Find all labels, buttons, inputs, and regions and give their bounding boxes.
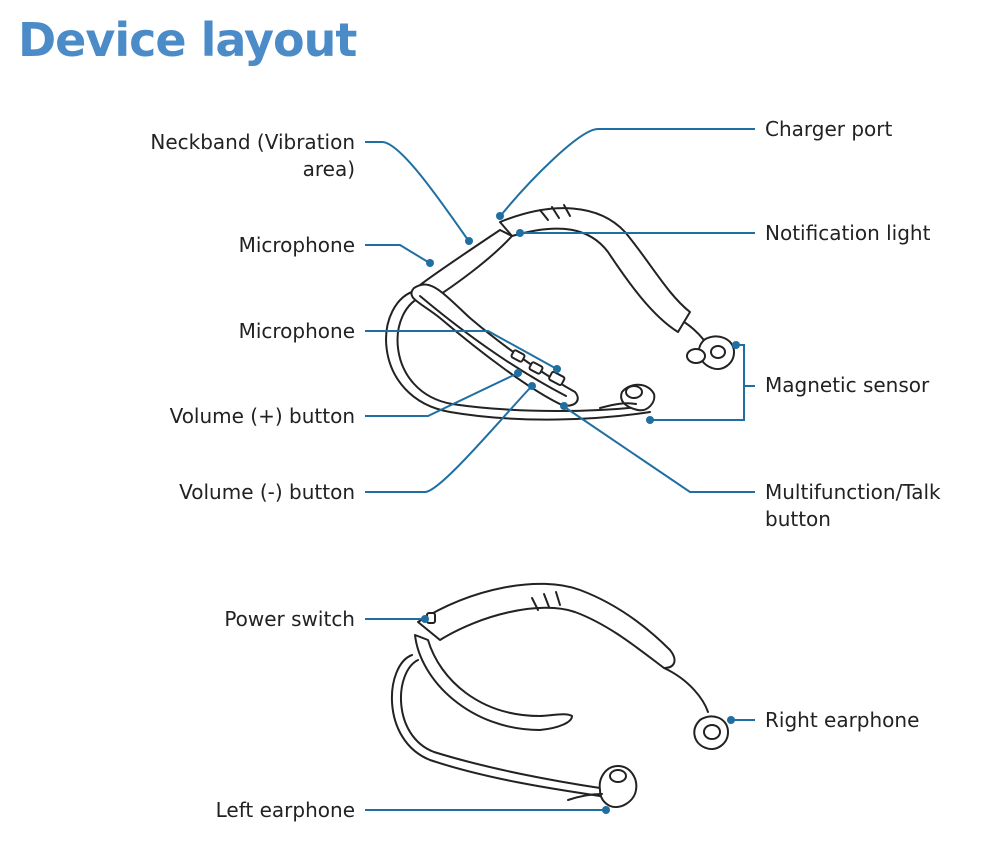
label-left-earphone: Left earphone	[215, 798, 355, 822]
label-power-switch: Power switch	[224, 607, 355, 631]
label-right-earphone: Right earphone	[765, 708, 920, 732]
label-volume-plus: Volume (+) button	[169, 404, 355, 428]
label-charger-port: Charger port	[765, 117, 893, 141]
page-title: Device layout	[18, 13, 357, 67]
label-multifunction: Multifunction/Talk button	[765, 480, 941, 531]
callout-lines	[365, 128, 755, 814]
label-neckband: Neckband (Vibration area)	[150, 130, 355, 181]
label-notification-light: Notification light	[765, 221, 931, 245]
label-magnetic-sensor: Magnetic sensor	[765, 373, 930, 397]
label-microphone-top: Microphone	[238, 233, 355, 257]
headset-top-illustration	[385, 204, 735, 421]
label-microphone-middle: Microphone	[238, 319, 355, 343]
headset-bottom-illustration	[390, 582, 729, 808]
label-volume-minus: Volume (-) button	[179, 480, 355, 504]
